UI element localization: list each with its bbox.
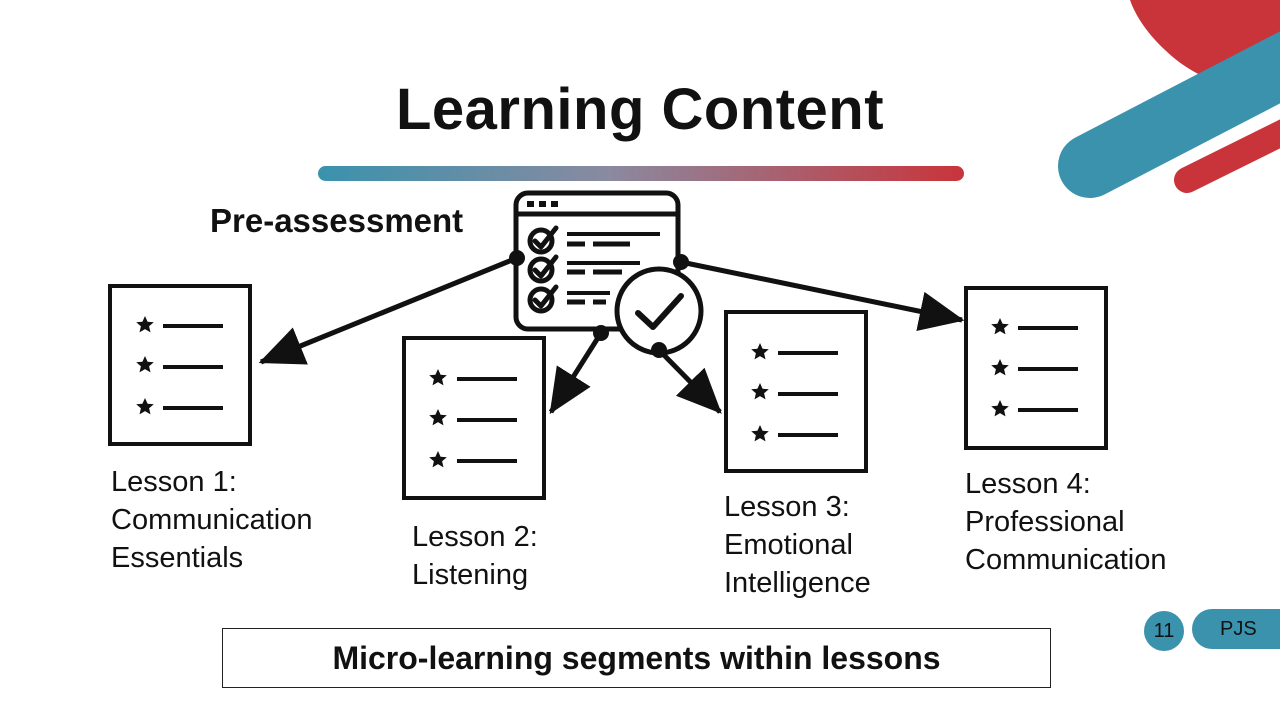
connector-dots	[509, 250, 689, 358]
lesson-label-line: Listening	[412, 559, 529, 591]
arrow-to-lesson-2	[548, 331, 604, 415]
page-number-badge: 11	[1144, 611, 1184, 651]
arrow-to-lesson-3	[657, 348, 722, 414]
author-badge: PJS	[1192, 609, 1280, 649]
lesson-1-document-icon	[108, 284, 252, 446]
check-item-icon	[527, 254, 640, 284]
slide-title: Learning Content	[395, 77, 885, 142]
author-initials: PJS	[1220, 617, 1257, 640]
lesson-4-label: Lesson 4: Professional Communication	[965, 465, 1166, 579]
arrow-to-lesson-1	[258, 255, 518, 365]
lesson-label-line: Intelligence	[724, 567, 871, 599]
red-stripe-shape	[1174, 119, 1280, 193]
check-item-icon	[527, 225, 660, 255]
lesson-1-label: Lesson 1: Communication Essentials	[111, 463, 312, 577]
lesson-4-document-icon	[964, 286, 1108, 450]
lesson-label-line: Professional	[965, 506, 1125, 538]
lesson-label-line: Lesson 4:	[965, 468, 1091, 500]
lesson-label-line: Lesson 2:	[412, 521, 538, 553]
lesson-label-line: Communication	[111, 504, 313, 536]
lesson-label-line: Communication	[965, 544, 1167, 576]
lesson-2-document-icon	[402, 336, 546, 500]
lesson-label-line: Emotional	[724, 529, 853, 561]
micro-learning-text: Micro-learning segments within lessons	[332, 639, 941, 676]
checkmark-circle-icon	[614, 266, 704, 356]
title-underline	[318, 166, 964, 181]
lesson-3-document-icon	[724, 310, 868, 473]
check-item-icon	[527, 284, 610, 314]
page-number-text: 11	[1153, 619, 1175, 642]
pre-assessment-label: Pre-assessment	[210, 202, 464, 239]
arrow-to-lesson-4	[680, 259, 965, 331]
lesson-label-line: Lesson 3:	[724, 491, 850, 523]
micro-learning-note: Micro-learning segments within lessons	[222, 628, 1051, 688]
connector-arrows	[258, 255, 965, 415]
lesson-label-line: Lesson 1:	[111, 466, 237, 498]
lesson-3-label: Lesson 3: Emotional Intelligence	[724, 488, 871, 602]
lesson-2-label: Lesson 2: Listening	[412, 518, 538, 594]
teal-stripe-shape	[1058, 31, 1280, 198]
lesson-label-line: Essentials	[111, 542, 244, 574]
